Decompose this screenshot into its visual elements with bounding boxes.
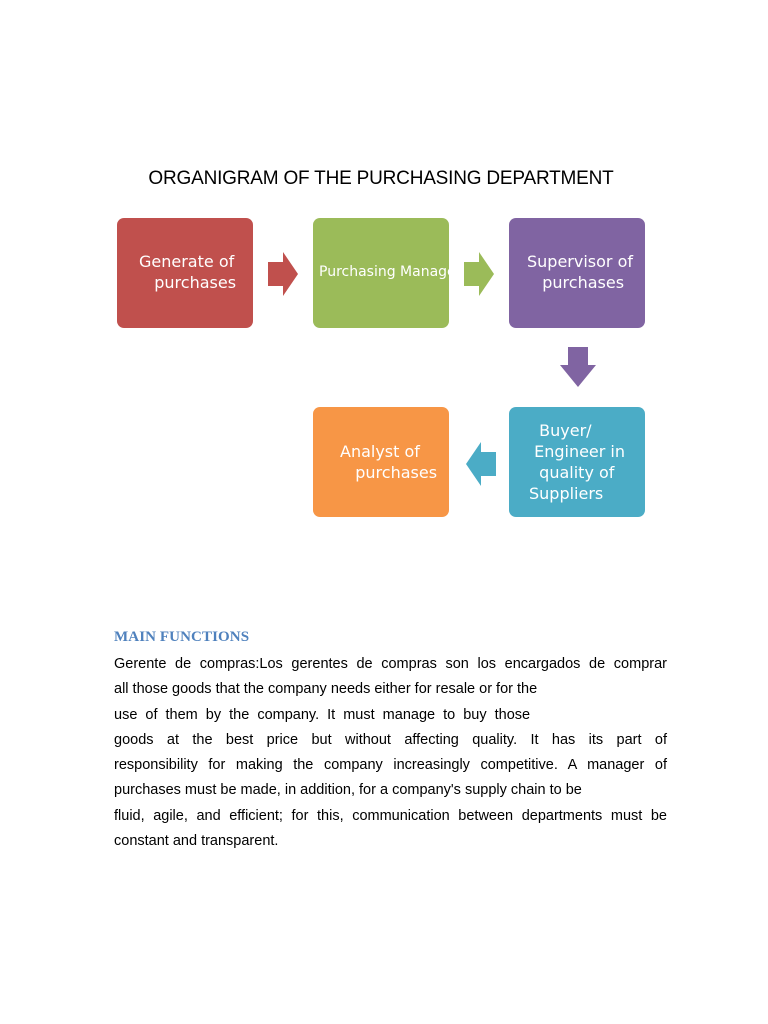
paragraph-line: use of them by the company. It must mana… [114,706,531,723]
arrow-down-icon [560,347,596,387]
box-buyer-engineer: Buyer/ Engineer in quality of Suppliers [509,407,645,517]
main-functions-paragraph: Gerente de compras:Los gerentes de compr… [114,652,667,854]
box-label-line: Buyer/ [529,421,592,440]
box-label-line: quality of [529,463,615,482]
box-purchasing-manager: Purchasing Manage [313,218,449,328]
box-label-line: purchases [139,273,237,292]
box-label-line: Analyst of [340,442,420,461]
paragraph-line: Gerente de compras:Los gerentes de compr… [114,656,667,672]
paragraph-line: constant and transparent. [114,833,279,850]
box-generate-of-purchases: Generate of purchases [117,218,253,328]
box-supervisor-of-purchases: Supervisor of purchases [509,218,645,328]
box-label-line: Purchasing Manage [319,264,449,280]
box-label-line: Supervisor of [527,252,633,271]
arrow-right-icon [464,252,494,296]
box-label-line: Suppliers [529,484,604,503]
paragraph-line: all those goods that the company needs e… [114,681,538,698]
box-label-line: purchases [527,273,625,292]
section-heading: MAIN FUNCTIONS [114,629,250,645]
box-label-line: Generate of [139,252,235,271]
paragraph-line: responsibility for making the company in… [114,757,667,774]
paragraph-line: fluid, agile, and efficient; for this, c… [114,807,667,824]
box-analyst-of-purchases: Analyst of purchases [313,407,449,517]
paragraph-line: purchases must be made, in addition, for… [114,782,582,799]
arrow-right-icon [268,252,298,296]
box-label-line: purchases [340,463,438,482]
page-title: ORGANIGRAM OF THE PURCHASING DEPARTMENT [148,168,614,189]
box-label-line: Engineer in [529,442,626,461]
paragraph-line: goods at the best price but without affe… [114,731,667,748]
arrow-left-icon [466,442,496,486]
